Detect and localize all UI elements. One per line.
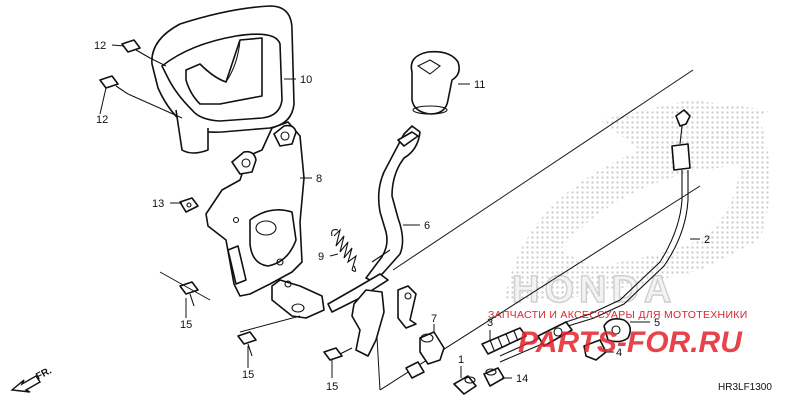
clip-part-4: [583, 339, 607, 361]
cable-part-2: [565, 109, 691, 327]
boot-part-3: [481, 327, 543, 363]
bolt-part-15-middle: [237, 331, 257, 357]
callout-5: 5: [654, 317, 660, 329]
front-direction-label: FR.: [34, 365, 54, 382]
front-direction-arrow: FR.: [10, 365, 54, 393]
bolt-part-12-lower: [99, 75, 129, 95]
site-logo-watermark: PARTS-FOR.RU: [518, 326, 743, 359]
bolt-part-15-left: [179, 281, 199, 307]
callout-10: 10: [300, 74, 312, 86]
nut-lower-fitting: [405, 361, 425, 379]
callout-3: 3: [487, 317, 493, 329]
grip-cover-part-10: [151, 5, 295, 154]
pin-part-14: [483, 367, 505, 387]
site-tagline-watermark: ЗАПЧАСТИ И АКСЕССУАРЫ ДЛЯ МОТОТЕХНИКИ: [488, 309, 748, 321]
honda-wing-watermark: [505, 100, 770, 300]
callout-12-upper: 12: [94, 40, 106, 52]
callout-15-right: 15: [326, 381, 338, 393]
shift-lever-part-6: [327, 125, 421, 357]
joint-part-5: [603, 318, 632, 343]
cable-end-fitting: [537, 321, 573, 347]
callout-9: 9: [318, 251, 324, 263]
callout-labels: 12 12 10 11 8 13 6 9 2 15 15 15 7 3 4 5 …: [94, 40, 710, 393]
callout-12-lower: 12: [96, 114, 108, 126]
mounting-plate-part-8: [205, 121, 325, 319]
callout-8: 8: [316, 173, 322, 185]
callout-11: 11: [474, 79, 485, 91]
callout-13: 13: [152, 198, 164, 210]
nut-part-13: [179, 197, 199, 213]
callout-6: 6: [424, 220, 430, 232]
spring-part-9: [331, 228, 357, 272]
adjuster-part-7: [419, 331, 445, 365]
bolt-part-15-right: [323, 347, 353, 361]
callout-7: 7: [431, 313, 437, 325]
callout-4: 4: [616, 347, 622, 359]
bolt-part-12-upper: [121, 39, 151, 59]
callout-14: 14: [516, 373, 528, 385]
callout-1: 1: [458, 354, 464, 366]
callout-15-middle: 15: [242, 369, 254, 381]
callout-15-left: 15: [180, 319, 192, 331]
callout-2: 2: [704, 234, 710, 246]
diagram-code: HR3LF1300: [718, 382, 772, 393]
leader-lines: [99, 44, 700, 379]
collar-part-1: [453, 375, 477, 395]
shift-knob-part-11: [410, 50, 460, 115]
